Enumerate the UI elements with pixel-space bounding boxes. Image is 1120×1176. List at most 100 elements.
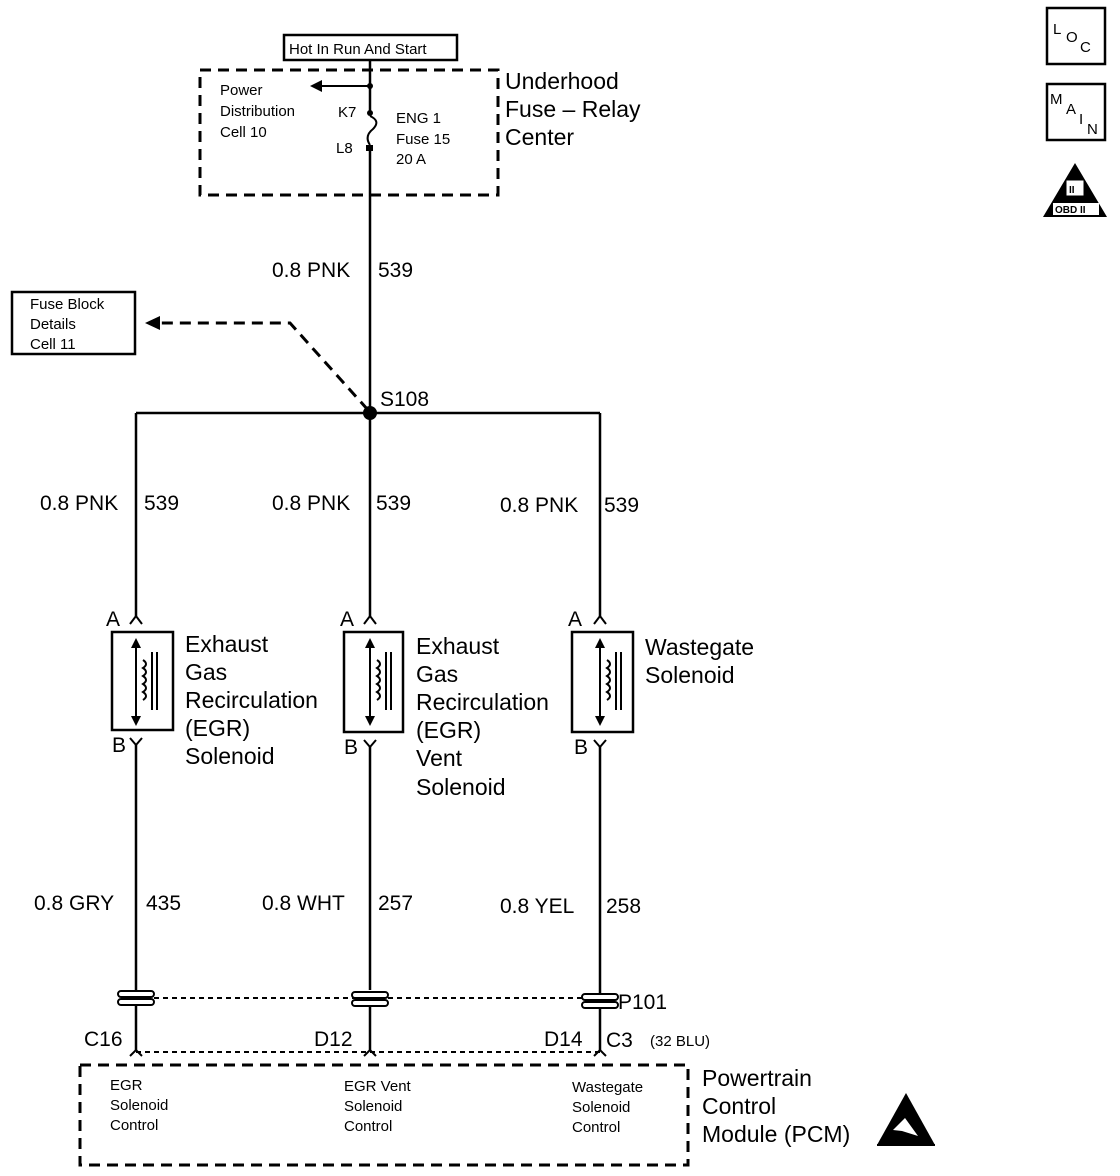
svg-text:(EGR): (EGR) xyxy=(416,717,481,743)
svg-text:Solenoid: Solenoid xyxy=(416,774,506,800)
svg-text:Module (PCM): Module (PCM) xyxy=(702,1121,850,1147)
pcm-wastegate-control: Wastegate Solenoid Control xyxy=(572,1079,643,1136)
wastegate-solenoid-body[interactable] xyxy=(570,630,635,734)
branch-1-top-gauge: 0.8 PNK xyxy=(40,492,118,515)
svg-text:Gas: Gas xyxy=(416,661,458,687)
obd-ii-icon[interactable]: II OBD II xyxy=(1043,163,1107,217)
svg-text:Recirculation: Recirculation xyxy=(185,687,318,713)
branch-3-top-gauge: 0.8 PNK xyxy=(500,494,578,517)
fuse-relay-center-outline xyxy=(198,68,500,197)
svg-text:Solenoid: Solenoid xyxy=(344,1098,402,1115)
wastegate-solenoid-label: Wastegate Solenoid xyxy=(645,634,754,688)
main-icon-a: A xyxy=(1066,101,1076,118)
svg-text:(EGR): (EGR) xyxy=(185,715,250,741)
svg-text:20 A: 20 A xyxy=(396,151,426,168)
branch-1-pin-a: A xyxy=(106,608,120,631)
branch-3-pin-a: A xyxy=(568,608,582,631)
pcm-pin-c16: C16 xyxy=(84,1028,123,1051)
main-wire-gauge: 0.8 PNK xyxy=(272,259,350,282)
connector-c3-detail: (32 BLU) xyxy=(650,1033,710,1050)
branch-2-top-circuit: 539 xyxy=(376,492,411,515)
fuse-relay-center-label: Underhood Fuse – Relay Center xyxy=(505,68,641,150)
main-icon-n: N xyxy=(1087,121,1098,138)
svg-text:Power: Power xyxy=(220,82,263,99)
connector-p101: P101 xyxy=(618,991,667,1014)
pcm-outline xyxy=(78,1063,690,1167)
pin-l8: L8 xyxy=(336,140,353,157)
svg-text:Details: Details xyxy=(30,316,76,333)
egr-vent-solenoid-body[interactable] xyxy=(342,630,405,734)
svg-text:ENG 1: ENG 1 xyxy=(396,110,441,127)
svg-text:Solenoid: Solenoid xyxy=(572,1099,630,1116)
branch-3-top-circuit: 539 xyxy=(604,494,639,517)
splice-label: S108 xyxy=(380,388,429,411)
branch-1-top-circuit: 539 xyxy=(144,492,179,515)
obd-icon-bottom: OBD II xyxy=(1055,205,1086,216)
svg-text:Solenoid: Solenoid xyxy=(110,1097,168,1114)
fuse-block-arrow-head xyxy=(145,316,160,330)
svg-text:Recirculation: Recirculation xyxy=(416,689,549,715)
svg-text:Cell 11: Cell 11 xyxy=(30,336,76,353)
esd-warning-icon xyxy=(877,1093,935,1146)
branch-wastegate: 0.8 PNK 539 A B Wastegate Solenoid 0.8 Y… xyxy=(500,413,754,1057)
svg-text:EGR: EGR xyxy=(110,1077,143,1094)
branch-3-bottom-circuit: 258 xyxy=(606,895,641,918)
power-distribution-ref[interactable]: Power Distribution Cell 10 xyxy=(220,82,295,141)
main-icon-m: M xyxy=(1050,91,1063,108)
obd-icon-top: II xyxy=(1069,185,1075,196)
branch-2-bottom-gauge: 0.8 WHT xyxy=(262,892,345,915)
pcm-egr-control: EGR Solenoid Control xyxy=(110,1077,168,1134)
main-icon[interactable]: M A I N xyxy=(1045,82,1107,142)
hot-in-run-start-label: Hot In Run And Start xyxy=(289,41,427,58)
loc-icon-o: O xyxy=(1066,29,1078,46)
main-wire-circuit: 539 xyxy=(378,259,413,282)
pin-k7: K7 xyxy=(338,104,356,121)
pcm-label: Powertrain Control Module (PCM) xyxy=(702,1065,850,1147)
svg-text:Control: Control xyxy=(344,1118,392,1135)
fuse-block-details-ref[interactable]: Fuse Block Details Cell 11 xyxy=(10,290,137,356)
svg-text:Gas: Gas xyxy=(185,659,227,685)
svg-text:Distribution: Distribution xyxy=(220,103,295,120)
branch-2-pin-a: A xyxy=(340,608,354,631)
branch-egr-vent: 0.8 PNK 539 A B Exhaust Gas Recirculatio… xyxy=(262,413,549,1057)
svg-text:Solenoid: Solenoid xyxy=(185,743,275,769)
svg-text:Powertrain: Powertrain xyxy=(702,1065,812,1091)
svg-text:Center: Center xyxy=(505,124,574,150)
egr-solenoid-label: Exhaust Gas Recirculation (EGR) Solenoid xyxy=(185,631,318,769)
svg-text:Control: Control xyxy=(702,1093,776,1119)
branch-3-bottom-gauge: 0.8 YEL xyxy=(500,895,574,918)
loc-icon-l: L xyxy=(1053,21,1061,38)
pcm-pin-d12: D12 xyxy=(314,1028,353,1051)
pcm-pin-d14: D14 xyxy=(544,1028,583,1051)
branch-1-bottom-circuit: 435 xyxy=(146,892,181,915)
svg-text:EGR Vent: EGR Vent xyxy=(344,1078,412,1095)
svg-text:Control: Control xyxy=(572,1119,620,1136)
egr-solenoid-body[interactable] xyxy=(110,630,175,732)
svg-text:Underhood: Underhood xyxy=(505,68,619,94)
loc-icon[interactable]: L O C xyxy=(1045,6,1107,66)
connector-c3: C3 xyxy=(606,1029,633,1052)
svg-text:Control: Control xyxy=(110,1117,158,1134)
branch-3-pin-b: B xyxy=(574,736,588,759)
pcm-egr-vent-control: EGR Vent Solenoid Control xyxy=(344,1078,412,1135)
svg-text:Wastegate: Wastegate xyxy=(645,634,754,660)
svg-text:Fuse 15: Fuse 15 xyxy=(396,131,450,148)
branch-1-bottom-gauge: 0.8 GRY xyxy=(34,892,114,915)
fuse-label: ENG 1 Fuse 15 20 A xyxy=(396,110,450,168)
svg-text:Wastegate: Wastegate xyxy=(572,1079,643,1096)
svg-text:Fuse – Relay: Fuse – Relay xyxy=(505,96,641,122)
hot-in-run-start-box: Hot In Run And Start xyxy=(282,33,459,62)
branch-egr: 0.8 PNK 539 A B Exhaust Gas Recirculatio… xyxy=(34,413,318,1057)
svg-text:Exhaust: Exhaust xyxy=(185,631,269,657)
branch-1-pin-b: B xyxy=(112,734,126,757)
svg-text:Exhaust: Exhaust xyxy=(416,633,500,659)
branch-2-pin-b: B xyxy=(344,736,358,759)
branch-2-bottom-circuit: 257 xyxy=(378,892,413,915)
svg-text:Fuse Block: Fuse Block xyxy=(30,296,105,313)
svg-text:Cell 10: Cell 10 xyxy=(220,124,267,141)
fuse-symbol xyxy=(366,115,378,146)
pdc-arrow-head xyxy=(310,80,322,92)
svg-text:Vent: Vent xyxy=(416,745,463,771)
svg-text:Solenoid: Solenoid xyxy=(645,662,735,688)
